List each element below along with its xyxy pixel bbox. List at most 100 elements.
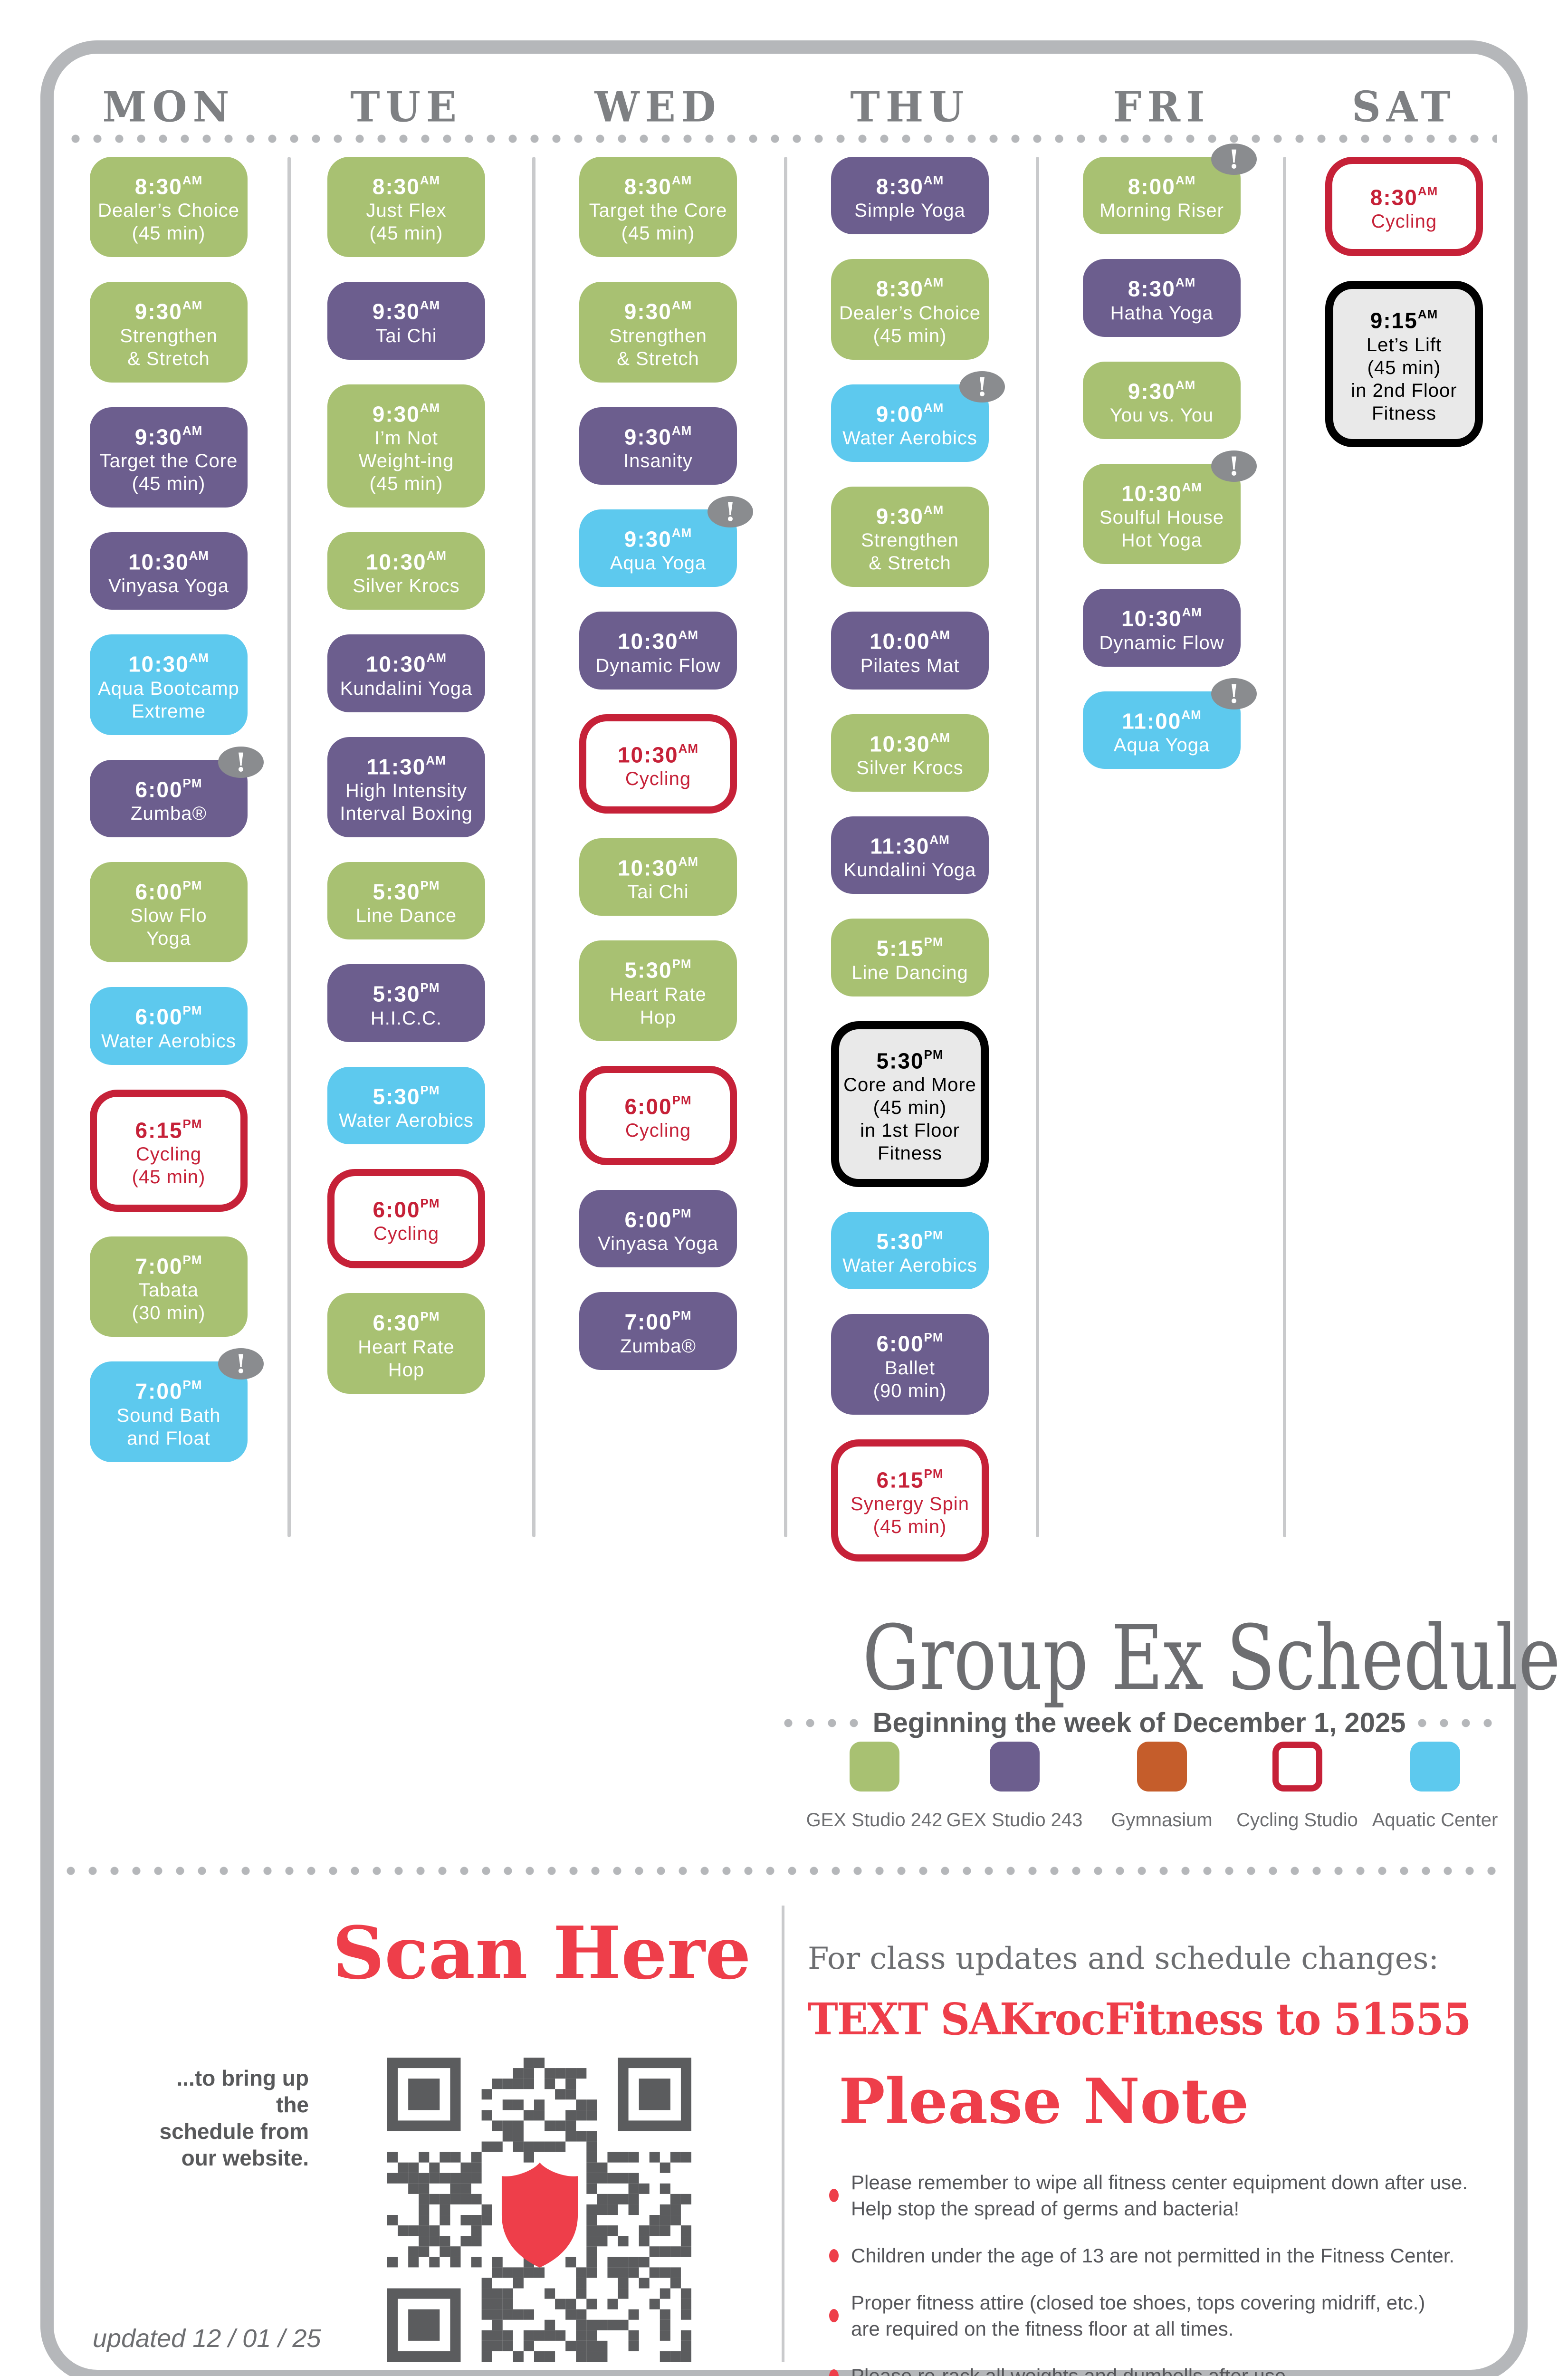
class-name: Line Dancing [851,962,968,983]
class-time: 5:30PM [836,1224,984,1254]
class-name: Core and More (45 min) in 1st Floor Fitn… [843,1074,976,1164]
class-time-value: 10:30 [617,629,679,654]
note-text: Children under the age of 13 are not per… [851,2244,1455,2267]
class-time-value: 6:00 [135,776,183,802]
class-time-value: 8:30 [876,276,924,301]
class-time: 8:30AM [95,169,243,199]
class-ampm: AM [930,628,951,642]
class-time: 9:00AM [836,397,984,427]
class-name: Just Flex (45 min) [366,200,447,244]
class-time-value: 5:30 [373,981,421,1006]
class-ampm: AM [1417,184,1438,198]
text-code-line: TEXT SAKrocFitness to 51555 [808,1993,1472,2045]
legend-swatch-cycling [1272,1742,1322,1792]
class-name: Silver Krocs [353,575,460,597]
class-time: 9:30AM [584,294,732,324]
class-name: Pilates Mat [860,655,960,676]
column-divider [1283,157,1286,1537]
class-time-value: 8:30 [1370,185,1418,210]
class-name: Insanity [623,450,693,471]
legend-item: Aquatic Center [1364,1742,1506,1831]
class-time: 9:30AM [95,420,243,450]
class-time-value: 9:30 [624,527,672,552]
class-time: 9:30AM [332,397,480,427]
class-time-value: 9:30 [134,424,182,449]
note-text: Please remember to wipe all fitness cent… [851,2171,1468,2220]
legend-label: GEX Studio 242 [806,1810,943,1830]
class-name: Sound Bath and Float [116,1405,221,1449]
class-time-value: 9:30 [1128,378,1176,403]
class-ampm: AM [1175,377,1196,392]
class-name: H.I.C.C. [370,1007,442,1029]
class-time: 10:30AM [1088,476,1236,506]
class-time-value: 5:30 [876,1229,924,1254]
legend-item: GEX Studio 242 [803,1742,946,1831]
class-time-value: 7:00 [135,1254,183,1279]
column-divider [287,157,291,1537]
note-list: Please remember to wipe all fitness cent… [829,2169,1504,2376]
class-name: Heart Rate Hop [610,984,707,1028]
class-time: 10:30AM [590,738,726,767]
column-divider [1036,157,1039,1537]
class-time-value: 5:30 [624,958,672,983]
class-time: 9:15AM [1337,303,1471,333]
page-title: Group Ex Schedule [862,1606,1561,1710]
class-ampm: PM [182,1378,202,1392]
legend-item: GEX Studio 243 [943,1742,1086,1831]
class-time: 6:00PM [95,999,243,1029]
class-name: I’m Not Weight-ing (45 min) [358,427,454,494]
class-time-value: 8:30 [134,174,182,199]
class-name: Dynamic Flow [1099,632,1224,653]
class-time: 8:00AM [1088,169,1236,199]
class-time-value: 8:00 [1128,174,1176,199]
class-name: Water Aerobics [339,1110,474,1131]
class-time-value: 6:15 [876,1467,924,1492]
class-ampm: PM [420,1196,440,1210]
legend-swatch-gex243 [989,1742,1040,1792]
class-time: 6:15PM [101,1113,237,1143]
class-time-value: 11:00 [1122,708,1182,733]
class-time-value: 11:30 [870,834,930,859]
class-time-value: 6:00 [373,1197,421,1222]
class-name: Aqua Yoga [1113,734,1210,756]
class-ampm: AM [929,832,950,847]
class-time: 6:00PM [584,1202,732,1232]
class-time: 10:30AM [584,624,732,654]
class-name: You vs. You [1109,404,1214,426]
legend-label: Cycling Studio [1236,1810,1358,1830]
legend-swatch-aquatic [1410,1742,1460,1792]
class-time-value: 10:30 [128,651,189,677]
legend-item: Gymnasium [1090,1742,1233,1831]
class-ampm: PM [182,776,202,790]
legend-swatch-gex242 [849,1742,899,1792]
class-time: 8:30AM [1336,180,1472,210]
class-name: Synergy Spin (45 min) [851,1493,969,1537]
updated-date: updated 12 / 01 / 25 [93,2324,321,2353]
class-ampm: PM [672,1308,692,1323]
class-name: Let’s Lift (45 min) in 2nd Floor Fitness [1351,334,1457,424]
class-ampm: AM [671,298,692,313]
class-time: 9:30AM [584,522,732,552]
class-ampm: PM [672,1206,692,1220]
note-item: Children under the age of 13 are not per… [829,2242,1504,2269]
class-time-value: 6:00 [876,1331,924,1356]
legend-label: GEX Studio 243 [946,1810,1083,1830]
class-ampm: AM [671,423,692,438]
note-text: Please re-rack all weights and dumbells … [851,2365,1291,2376]
class-time: 10:30AM [95,545,243,575]
class-ampm: PM [420,1309,440,1324]
class-block: 9:30AM You vs. You [1083,361,1241,439]
class-ampm: AM [420,400,440,415]
day-header-fri: FRI [1113,82,1211,132]
class-time-value: 10:30 [869,731,930,756]
